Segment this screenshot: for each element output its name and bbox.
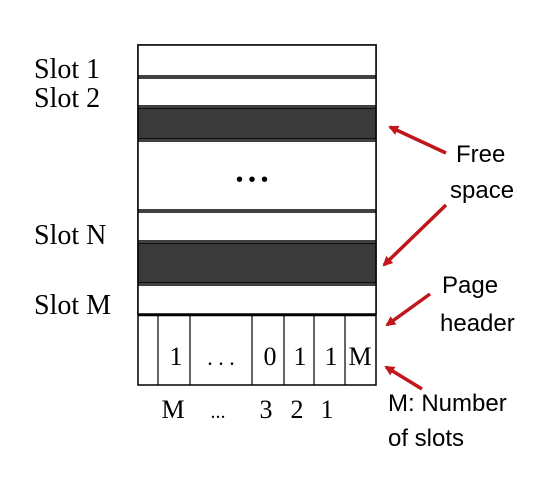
page-header-annotation-line1: Page	[442, 272, 498, 299]
free-space-annotation-line2: space	[450, 177, 514, 204]
page-header-annotation-line2: header	[440, 310, 515, 337]
index-label: 3	[260, 395, 273, 424]
free-space-annotation-line1: Free	[456, 141, 505, 168]
index-label: ...	[211, 401, 226, 423]
free-space-arrow-2	[382, 203, 448, 267]
header-cell-text: M	[348, 342, 371, 371]
index-label: M	[161, 395, 184, 424]
filled-slot-top	[137, 107, 377, 140]
slot-1-label: Slot 1	[34, 54, 100, 85]
free-space-arrow	[388, 125, 447, 155]
slot-2-box	[137, 77, 377, 107]
slot-2-label: Slot 2	[34, 83, 100, 114]
slot-n-label: Slot N	[34, 220, 106, 251]
slot-m-box	[137, 284, 377, 315]
header-cell-text: 0	[264, 342, 277, 371]
header-cell-text: . . .	[207, 345, 235, 370]
free-space-ellipsis: • • •	[236, 169, 268, 191]
index-label: 1	[321, 395, 334, 424]
number-of-slots-arrow	[384, 365, 423, 391]
slot-m-label: Slot M	[34, 290, 111, 321]
header-cell-text: 1	[294, 342, 307, 371]
number-of-slots-annotation-line1: M: Number	[388, 390, 507, 417]
header-cell-text: 1	[170, 342, 183, 371]
free-space-box	[137, 140, 377, 211]
index-label: 2	[291, 395, 304, 424]
slot-1-box	[137, 44, 377, 77]
header-cell-text: 1	[325, 342, 338, 371]
number-of-slots-annotation-line2: of slots	[388, 425, 464, 452]
filled-slot-bottom	[137, 242, 377, 284]
page-header-arrow	[385, 292, 432, 327]
slot-n-box	[137, 211, 377, 242]
